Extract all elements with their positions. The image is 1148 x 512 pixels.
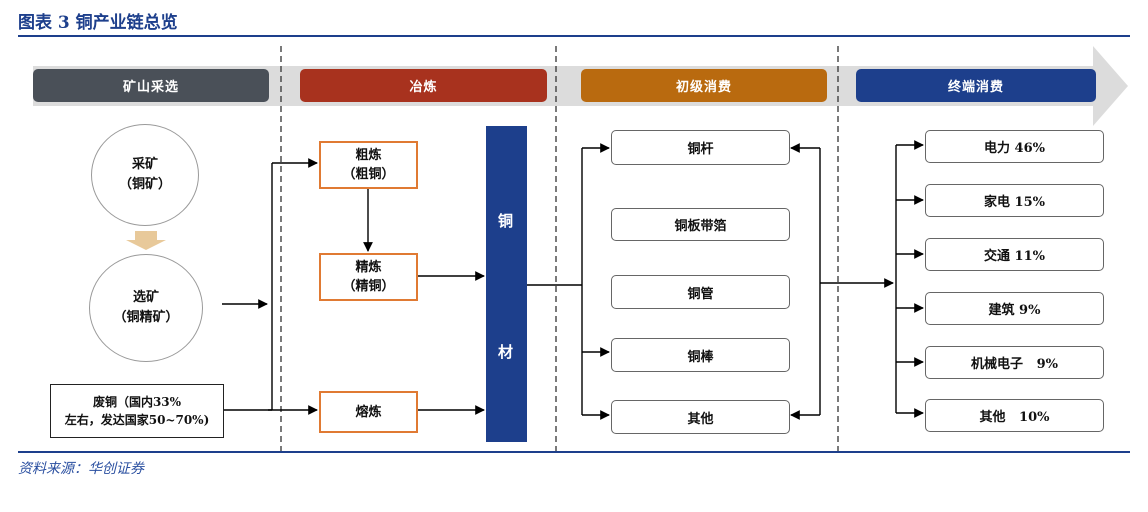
stage-header-terminal: 终端消费 <box>856 69 1096 102</box>
scrap-copper-node: 废铜（国内33% 左右，发达国家50~70%) <box>50 384 224 438</box>
primary-item-rod: 铜杆 <box>611 130 790 165</box>
terminal-item-construction: 建筑 9% <box>925 292 1104 325</box>
stage-header-primary: 初级消费 <box>581 69 827 102</box>
flow-direction-arrow <box>33 46 1128 126</box>
primary-item-tube: 铜管 <box>611 275 790 309</box>
refining-node: 精炼 （精铜） <box>319 253 418 301</box>
scrap-copper-line2: 左右，发达国家50~70%) <box>64 413 210 427</box>
primary-item-bar: 铜棒 <box>611 338 790 372</box>
terminal-item-appliances: 家电 15% <box>925 184 1104 217</box>
terminal-item-machinery-electronics: 机械电子 9% <box>925 346 1104 379</box>
terminal-item-power: 电力 46% <box>925 130 1104 163</box>
beneficiation-label: 选矿 <box>132 290 159 305</box>
melting-node: 熔炼 <box>319 391 418 433</box>
primary-item-plate-strip-foil: 铜板带箔 <box>611 208 790 241</box>
figure-title: 图表 3 铜产业链总览 <box>18 13 178 33</box>
scrap-copper-line1: 废铜（国内33% <box>92 395 182 409</box>
stage-header-smelting: 冶炼 <box>300 69 547 102</box>
primary-item-other: 其他 <box>611 400 790 434</box>
refining-label: 精炼 <box>355 260 382 275</box>
melting-label: 熔炼 <box>355 404 382 420</box>
refining-sub: （精铜） <box>342 279 395 294</box>
mining-extract-sub: （铜矿） <box>118 177 171 192</box>
mining-extract-node: 采矿 （铜矿） <box>91 124 199 226</box>
down-arrow-icon <box>126 231 166 250</box>
top-rule <box>18 35 1130 37</box>
rough-smelting-node: 粗炼 （粗铜） <box>319 141 418 189</box>
rough-smelting-label: 粗炼 <box>355 148 382 163</box>
stage-header-mining: 矿山采选 <box>33 69 269 102</box>
bottom-rule <box>18 451 1130 453</box>
rough-smelting-sub: （粗铜） <box>342 167 395 182</box>
beneficiation-node: 选矿 （铜精矿） <box>89 254 203 362</box>
copper-bar-char-2: 材 <box>498 343 514 361</box>
mining-extract-label: 采矿 <box>131 157 158 172</box>
terminal-item-other: 其他 10% <box>925 399 1104 432</box>
copper-material-bar: 铜 材 <box>486 126 527 442</box>
source-note: 资料来源：华创证券 <box>18 461 144 477</box>
terminal-item-transport: 交通 11% <box>925 238 1104 271</box>
beneficiation-sub: （铜精矿） <box>113 310 179 325</box>
copper-bar-char-1: 铜 <box>498 212 514 230</box>
